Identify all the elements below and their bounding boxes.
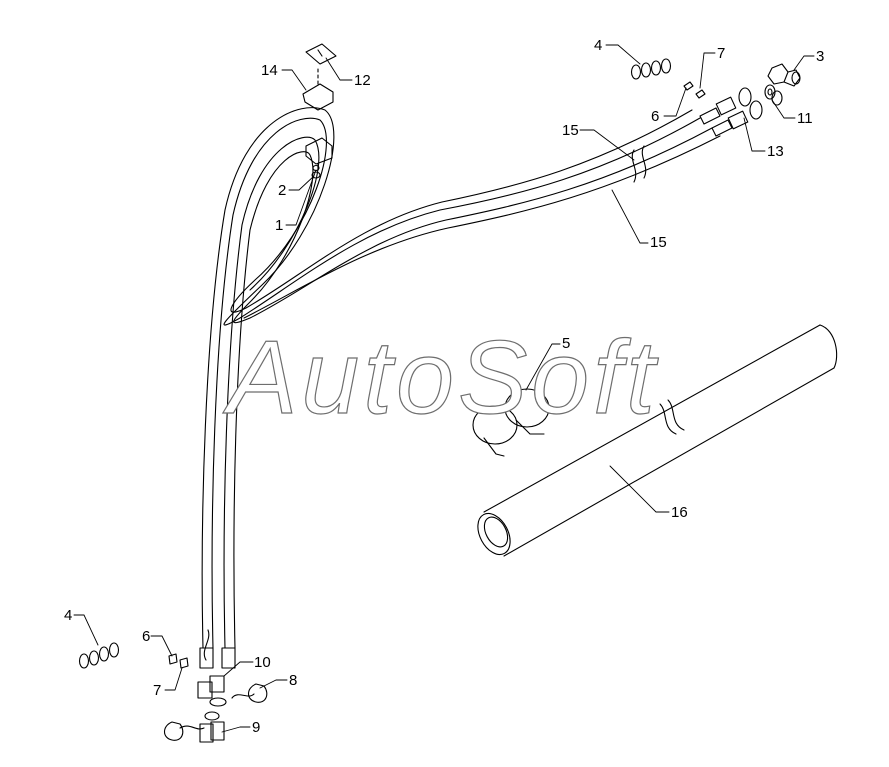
label-part-2: 2 [278, 182, 287, 199]
fittings-9 [199, 711, 225, 743]
nut-2 [311, 171, 321, 179]
bracket-14 [302, 67, 334, 111]
label-part-11: 11 [797, 110, 813, 127]
washer-11 [764, 84, 783, 106]
label-part-6-bottom: 6 [142, 628, 151, 645]
label-part-3: 3 [816, 48, 825, 65]
tag-6-bottom [168, 653, 178, 665]
label-part-16: 16 [671, 504, 688, 521]
tag-7-top [695, 89, 706, 99]
leader-lines [73, 44, 815, 733]
label-part-7-top: 7 [717, 45, 726, 62]
o-rings-4-top [630, 58, 672, 80]
label-part-10: 10 [254, 654, 271, 671]
watermark-text: AutoSoft [227, 320, 659, 436]
clamp-body [305, 137, 333, 171]
label-part-5: 5 [562, 335, 571, 352]
label-part-13: 13 [767, 143, 784, 160]
hose-end-fitting-13 [699, 87, 763, 137]
label-part-7-bottom: 7 [153, 682, 162, 699]
tube-16 [477, 324, 838, 557]
hose-break-marks [203, 145, 647, 661]
plate-12 [305, 43, 337, 65]
label-part-4-bottom: 4 [64, 607, 73, 624]
label-part-15-lower: 15 [650, 234, 667, 251]
fittings-10 [197, 675, 227, 707]
tag-7-bottom [179, 657, 189, 669]
label-part-12: 12 [354, 72, 371, 89]
hose-15 [201, 107, 721, 649]
label-part-8: 8 [289, 672, 298, 689]
label-part-15-upper: 15 [562, 122, 579, 139]
label-part-14: 14 [261, 62, 278, 79]
label-part-9: 9 [252, 719, 261, 736]
caps-8 [163, 683, 268, 741]
o-rings-4-bottom [78, 642, 120, 669]
hose-ends-bottom [199, 647, 236, 669]
plug-3 [767, 63, 801, 87]
label-part-1: 1 [275, 217, 284, 234]
label-part-4-top: 4 [594, 37, 603, 54]
label-part-6-top: 6 [651, 108, 660, 125]
